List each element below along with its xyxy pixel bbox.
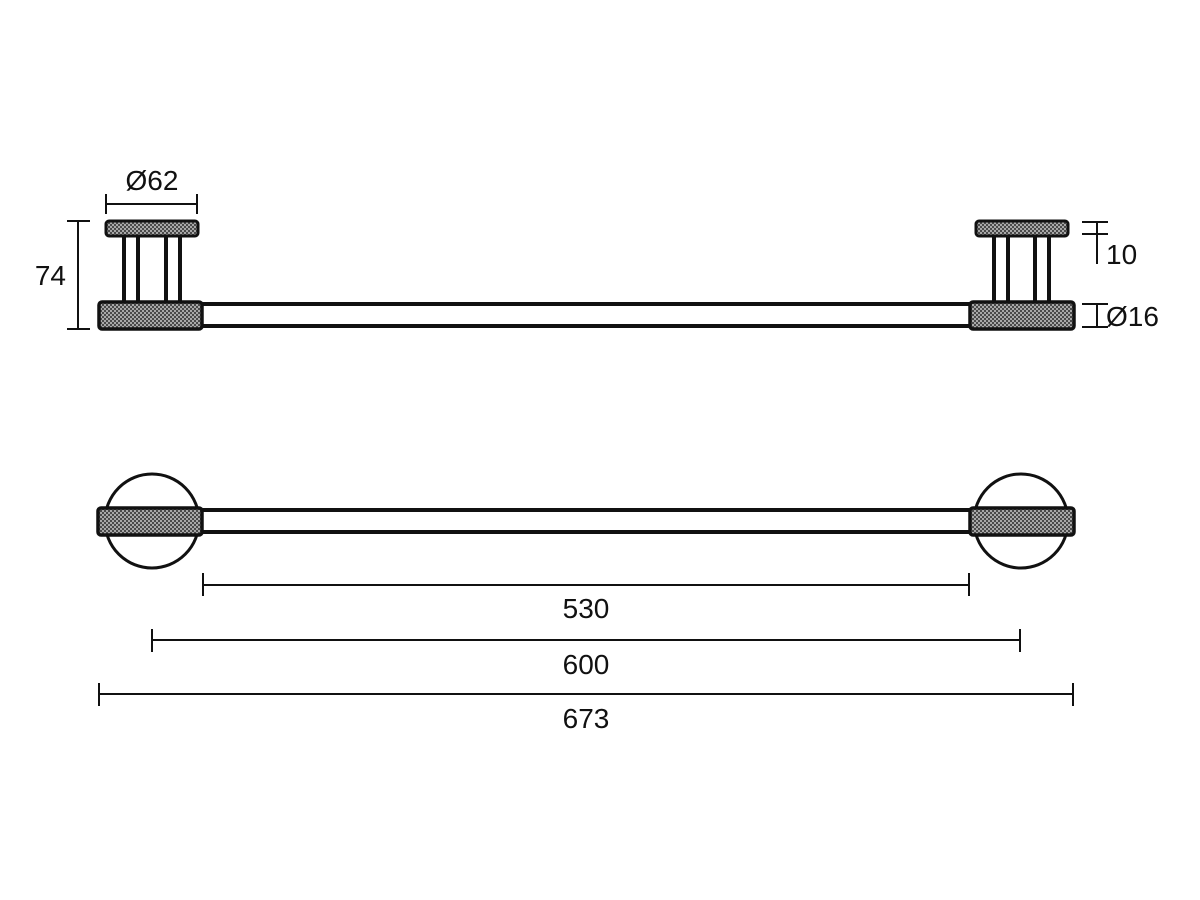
overall-length-label: 673 <box>563 703 610 734</box>
center-distance-label: 600 <box>563 649 610 680</box>
right-wall-flange <box>974 219 1070 238</box>
left-bracket-side <box>97 219 204 331</box>
overall-length-dimension: 673 <box>98 683 1074 734</box>
height-label: 74 <box>35 260 66 291</box>
right-bracket-side <box>968 219 1076 331</box>
rail-diameter-label: Ø16 <box>1106 301 1159 332</box>
flange-thickness-label: 10 <box>1106 239 1137 270</box>
flange-diameter-dimension: Ø62 <box>105 165 198 214</box>
left-end-cap-side <box>97 300 204 331</box>
top-view <box>96 472 1076 570</box>
right-end-cap-top <box>968 506 1076 537</box>
right-end-cap-side <box>968 300 1076 331</box>
rail-tube-side <box>198 302 974 328</box>
left-wall-flange <box>104 219 200 238</box>
inner-length-label: 530 <box>563 593 610 624</box>
flange-diameter-label: Ø62 <box>126 165 179 196</box>
height-dimension: 74 <box>35 220 90 330</box>
rail-tube-top <box>198 508 974 534</box>
inner-length-dimension: 530 <box>202 573 970 624</box>
left-end-cap-top <box>96 506 204 537</box>
rail-diameter-dimension: Ø16 <box>1082 301 1159 332</box>
side-view: Ø62 74 10 Ø16 <box>35 165 1159 332</box>
center-distance-dimension: 600 <box>151 629 1021 680</box>
flange-thickness-dimension: 10 <box>1082 221 1137 270</box>
